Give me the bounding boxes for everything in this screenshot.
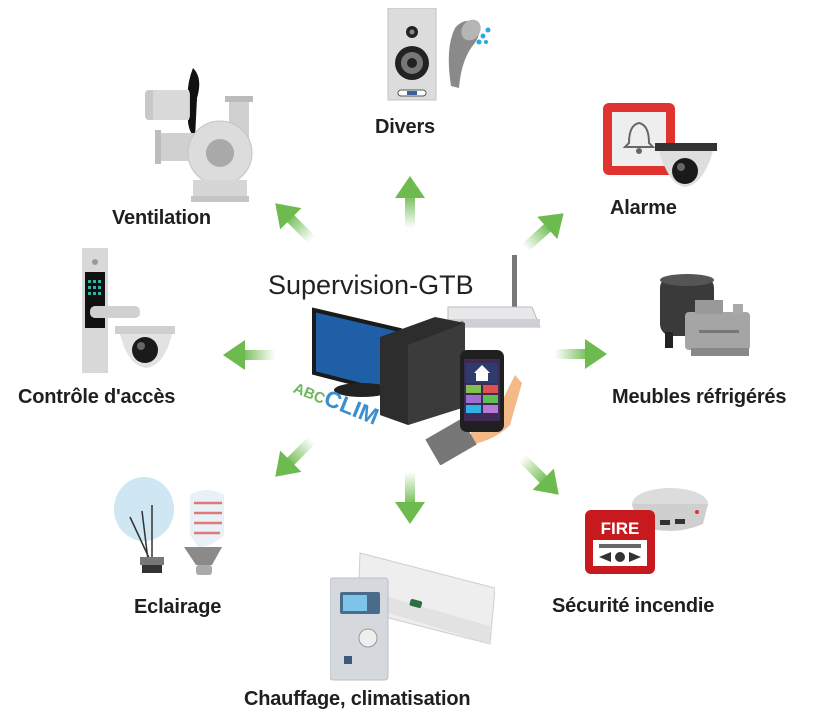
door-lock-camera-icon	[82, 248, 175, 373]
camera-lens	[132, 337, 158, 363]
camera-mount	[115, 326, 175, 334]
node-label-eclairage: Eclairage	[134, 596, 222, 618]
fan-duct-icon	[145, 68, 253, 202]
computer-router-phone-icon	[312, 255, 541, 465]
center-title: Supervision-GTB	[268, 270, 474, 300]
arrow-to-alarme	[514, 202, 574, 260]
camera-mount	[655, 143, 717, 151]
arrow-to-controle	[223, 340, 275, 370]
node-label-controle-acces: Contrôle d'accès	[18, 386, 176, 408]
fire-alarm-text: FIRE	[601, 519, 640, 538]
incandescent-bulb	[114, 477, 174, 541]
arrow-to-chauffage	[395, 472, 425, 524]
node-label-alarme: Alarme	[610, 197, 677, 219]
node-label-meubles-refrigeres: Meubles réfrigérés	[612, 386, 787, 408]
arrow-to-ventilation	[264, 192, 323, 251]
alarm-bell-camera-icon	[603, 103, 717, 187]
speaker-shower-icon	[387, 8, 491, 101]
fan-blade	[187, 68, 200, 138]
fire-alarm-smoke-detector-icon: FIRE	[585, 488, 708, 574]
monitor-stand	[334, 383, 390, 397]
arrow-to-divers	[395, 176, 425, 228]
node-label-chauffage-climatisation: Chauffage, climatisation	[244, 688, 471, 710]
bell	[622, 121, 656, 148]
boiler-air-conditioner-icon	[330, 552, 495, 681]
node-label-securite-incendie: Sécurité incendie	[552, 595, 715, 617]
node-label-ventilation: Ventilation	[112, 207, 211, 229]
cfl-bulb	[190, 490, 224, 547]
router-antenna	[512, 255, 517, 307]
light-bulbs-icon	[114, 477, 224, 575]
arrow-to-meubles	[555, 339, 607, 369]
compressor-icon	[660, 274, 750, 356]
camera-lens	[672, 158, 698, 184]
lever	[90, 306, 140, 318]
node-label-divers: Divers	[375, 116, 435, 138]
